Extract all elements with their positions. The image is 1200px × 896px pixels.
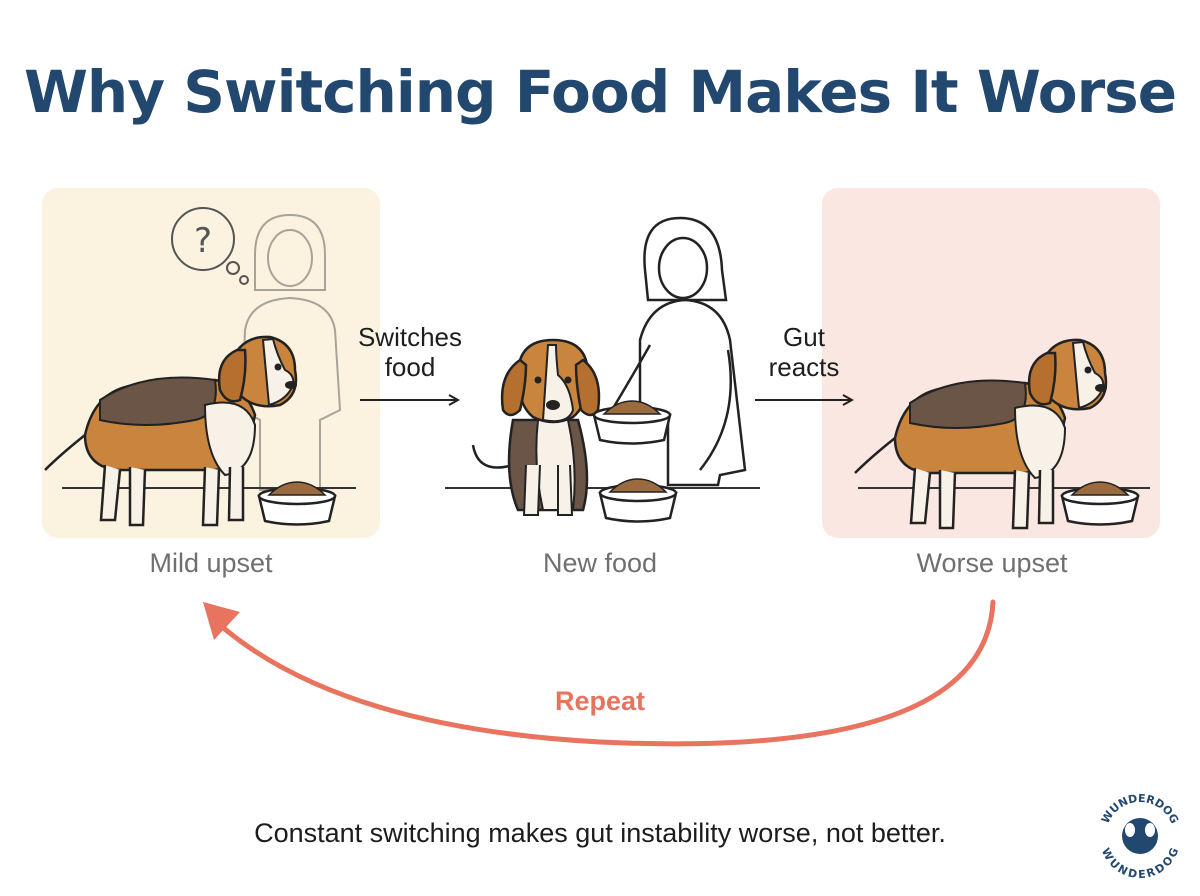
owner-figure-faint bbox=[240, 213, 342, 491]
question-mark-icon: ? bbox=[194, 221, 212, 261]
question-thought-bubble bbox=[171, 207, 249, 285]
wunderdog-logo: WUNDERDOG WUNDERDOG bbox=[1099, 792, 1181, 881]
arrow-label-line: food bbox=[384, 352, 436, 382]
caption-worse-upset: Worse upset bbox=[916, 548, 1068, 578]
arrow-label-line: Switches bbox=[357, 322, 463, 352]
owner-figure bbox=[610, 216, 747, 487]
repeat-loop-arrow bbox=[217, 599, 996, 747]
arrow-label-switches-food: Switches food bbox=[340, 322, 480, 382]
caption-mild-upset: Mild upset bbox=[149, 548, 273, 578]
arrow-label-gut-reacts: Gut reacts bbox=[744, 322, 864, 382]
footer-caption: Constant switching makes gut instability… bbox=[254, 818, 946, 848]
food-bowl-new bbox=[598, 477, 678, 523]
caption-new-food: New food bbox=[542, 548, 658, 578]
page-title: Why Switching Food Makes It Worse bbox=[23, 58, 1177, 126]
repeat-arrowhead-icon bbox=[203, 602, 240, 640]
arrow-label-line: Gut bbox=[783, 322, 825, 352]
repeat-label: Repeat bbox=[554, 686, 646, 716]
arrow-label-line: reacts bbox=[768, 352, 840, 382]
